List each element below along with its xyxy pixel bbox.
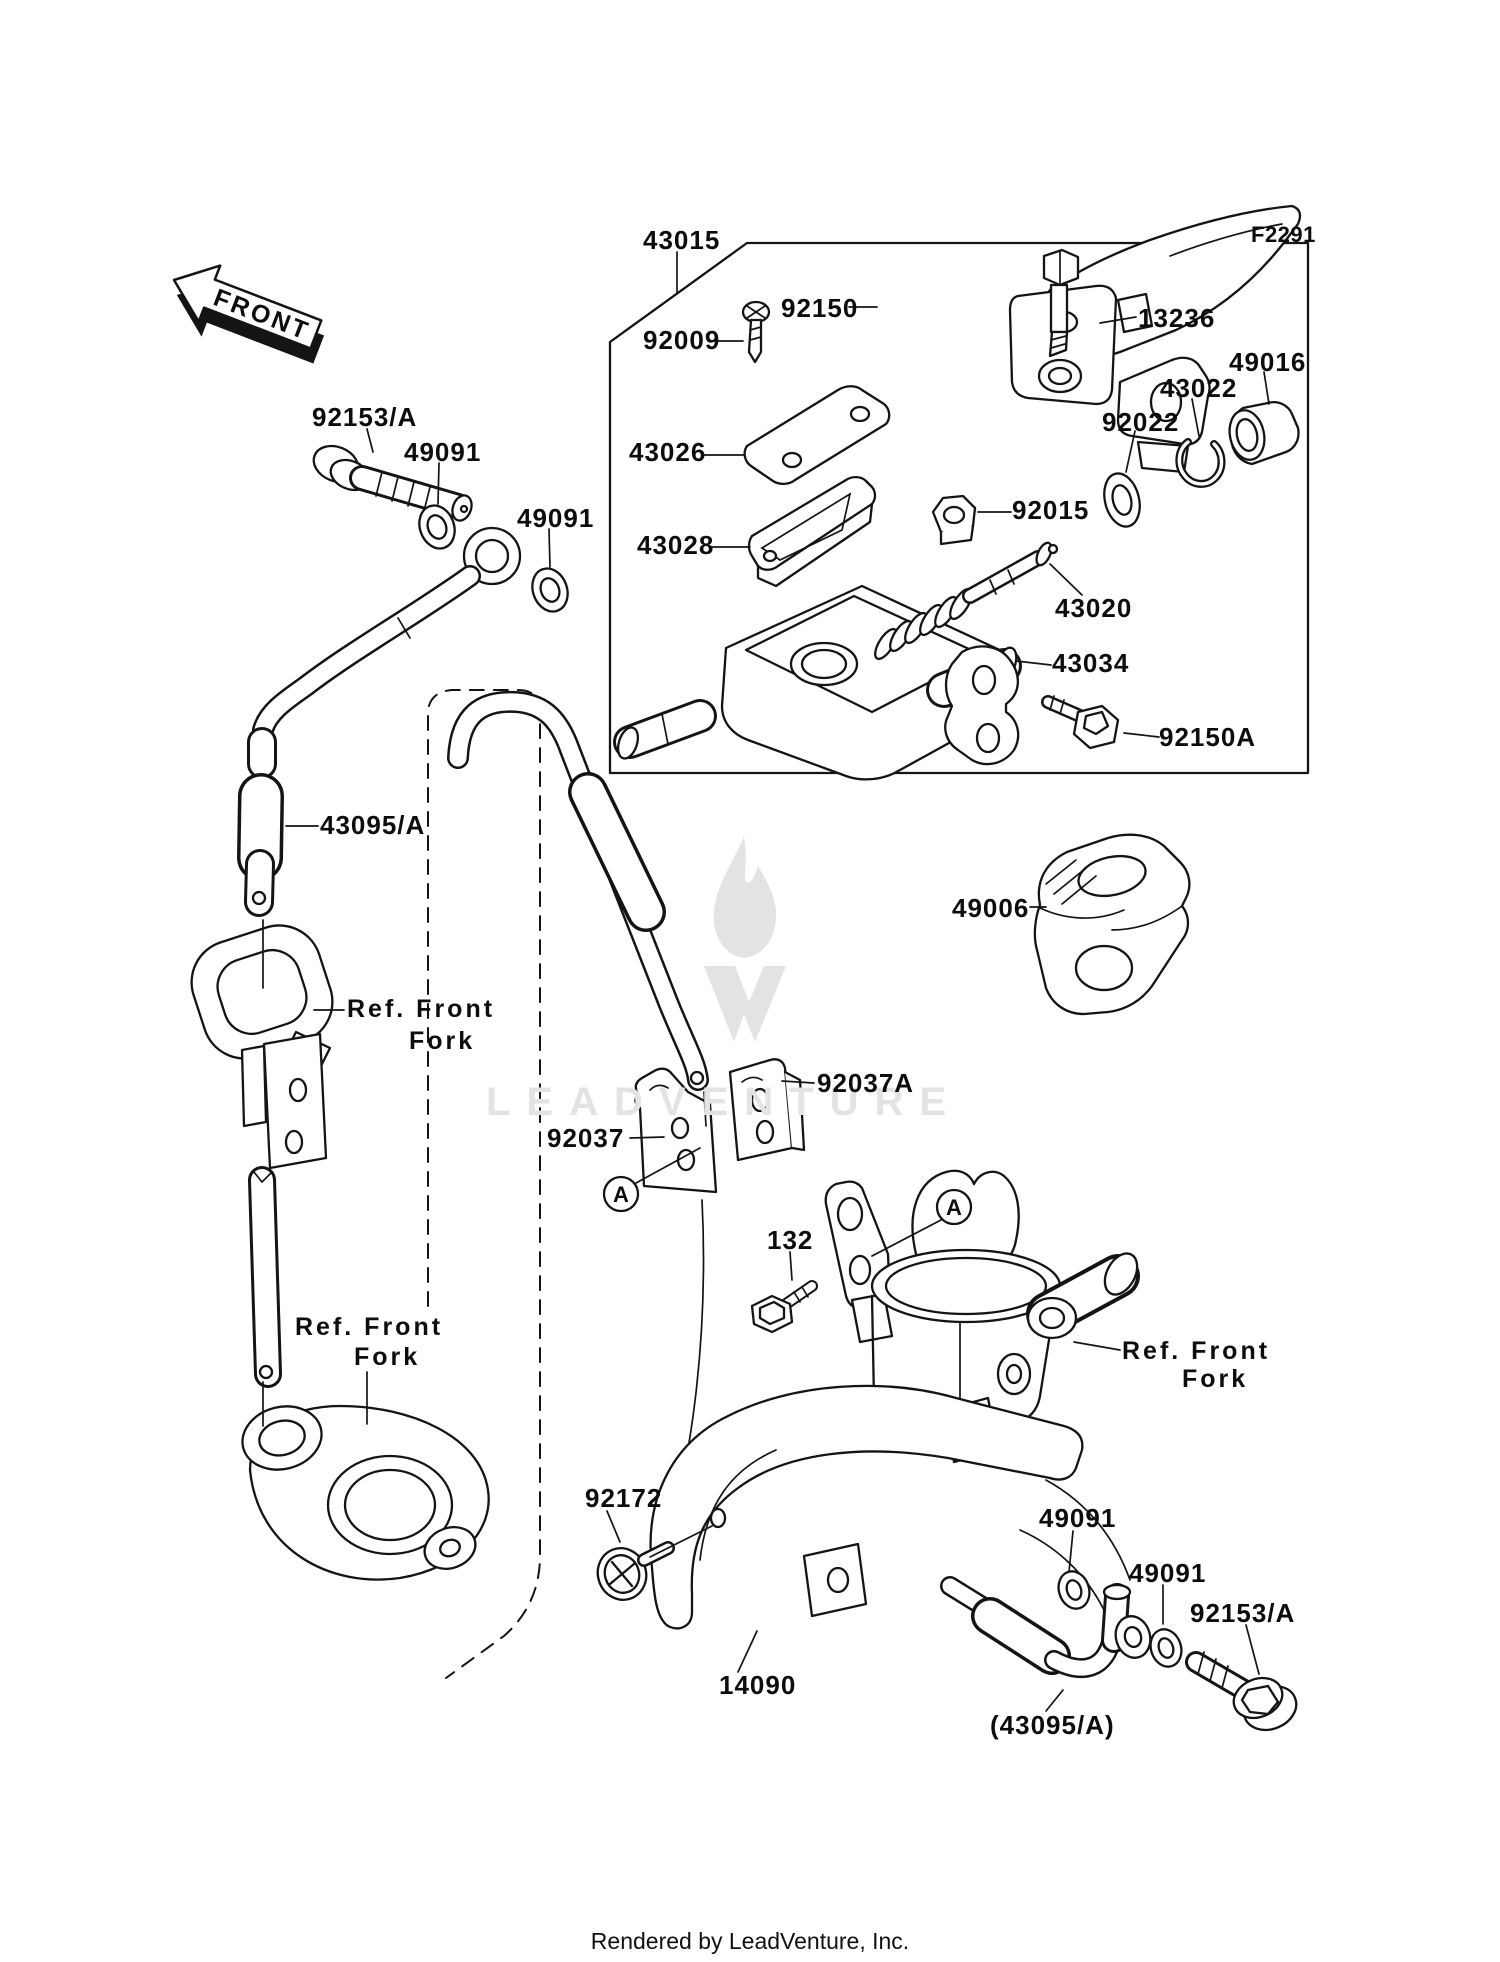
clip-43022-drawing xyxy=(1175,438,1226,488)
part-callout-43020: 43020 xyxy=(1055,593,1133,623)
assembly-box xyxy=(608,241,1310,775)
part-callout-43095a: 43095/A xyxy=(320,810,426,840)
part-callout-92022: 92022 xyxy=(1102,407,1180,437)
fork-tube-lower-drawing xyxy=(248,1166,282,1388)
part-callout-49091-1: 49091 xyxy=(404,437,482,467)
washer-49091-4-drawing xyxy=(1149,1628,1183,1668)
part-callout-92037a: 92037A xyxy=(817,1068,915,1098)
washer-49091-2-drawing xyxy=(531,567,569,613)
nut-92015-drawing xyxy=(931,494,977,546)
part-callout-49091-3: 49091 xyxy=(1039,1503,1117,1533)
part-callout-92015: 92015 xyxy=(1012,495,1090,525)
watermark-logo xyxy=(704,836,786,1042)
bolt-92150-drawing xyxy=(1042,248,1080,358)
bolt-92150a-drawing xyxy=(1041,695,1120,750)
part-callout-43095a-ref: (43095/A) xyxy=(990,1710,1115,1740)
clamp-43034-drawing xyxy=(944,645,1020,766)
hose-43095a-drawing xyxy=(237,526,522,917)
plate-43028-drawing xyxy=(747,475,877,588)
footer-credit: Rendered by LeadVenture, Inc. xyxy=(590,1928,910,1954)
reservoir-body-drawing xyxy=(613,584,1022,781)
ref-note-front-fork-1-line2: Fork xyxy=(409,1027,476,1055)
center-hose-drawing xyxy=(447,690,709,1091)
ref-note-front-fork-2-line2: Fork xyxy=(354,1343,421,1371)
part-callout-92172: 92172 xyxy=(585,1483,663,1513)
washer-49091-3-drawing xyxy=(1057,1570,1091,1610)
view-callout-a-1: A xyxy=(602,1175,640,1213)
boot-49016-drawing xyxy=(1228,401,1300,466)
part-callout-92153a-bottom: 92153/A xyxy=(1190,1598,1296,1628)
ref-note-front-fork-2-line1: Ref. Front xyxy=(295,1313,444,1341)
view-callout-letter: A xyxy=(946,1195,962,1220)
washer-92022-drawing xyxy=(1103,472,1141,528)
part-callout-43015: 43015 xyxy=(643,225,721,255)
part-callout-43022: 43022 xyxy=(1160,373,1238,403)
part-callout-43026: 43026 xyxy=(629,437,707,467)
banjo-bolt-bottom-drawing xyxy=(1185,1651,1298,1732)
part-callout-49091-4: 49091 xyxy=(1129,1558,1207,1588)
clamp-92037a-drawing xyxy=(728,1058,806,1162)
clamp-92037-drawing xyxy=(634,1067,718,1194)
cover-14090-drawing xyxy=(649,1384,1131,1630)
part-callout-49016: 49016 xyxy=(1229,347,1307,377)
part-callout-92150: 92150 xyxy=(781,293,859,323)
hose-bottom-drawing xyxy=(940,1576,1152,1678)
view-callout-a-2: A xyxy=(935,1188,973,1226)
bolt-132-drawing xyxy=(750,1280,818,1334)
diagram-code: F2291 xyxy=(1251,222,1316,247)
part-callout-92037: 92037 xyxy=(547,1123,625,1153)
ref-note-front-fork-3-line2: Fork xyxy=(1182,1365,1249,1393)
part-callout-43034: 43034 xyxy=(1052,648,1130,678)
cap-43026-drawing xyxy=(743,385,891,486)
view-callout-letter: A xyxy=(613,1182,629,1207)
part-callout-92153a-top: 92153/A xyxy=(312,402,418,432)
banjo-bolt-top-drawing xyxy=(312,444,473,522)
ref-note-front-fork-3-line1: Ref. Front xyxy=(1122,1337,1271,1365)
lever-perch-drawing xyxy=(1116,356,1211,474)
watermark-text: LEADVENTURE xyxy=(486,1080,963,1124)
dashed-routing-outline xyxy=(427,689,541,1679)
part-callout-49091-2: 49091 xyxy=(517,503,595,533)
front-arrow: FRONT xyxy=(172,264,325,364)
part-callout-132: 132 xyxy=(767,1225,814,1255)
leader-lines xyxy=(262,251,1270,1712)
part-callout-13236: 13236 xyxy=(1138,303,1216,333)
washer-49091-1-drawing xyxy=(418,504,456,550)
part-callout-49006: 49006 xyxy=(952,893,1030,923)
screw-92009-drawing xyxy=(741,300,771,364)
cover-49006-drawing xyxy=(1033,833,1191,1016)
fork-clamp-lower-drawing xyxy=(241,1404,490,1581)
part-callout-14090: 14090 xyxy=(719,1670,797,1700)
part-callout-43028: 43028 xyxy=(637,530,715,560)
part-callout-92150a: 92150A xyxy=(1159,722,1257,752)
fork-guide-upper-drawing xyxy=(190,924,334,1170)
part-callout-92009: 92009 xyxy=(643,325,721,355)
ref-note-front-fork-1-line1: Ref. Front xyxy=(347,995,496,1023)
piston-43020-drawing xyxy=(874,541,1059,661)
